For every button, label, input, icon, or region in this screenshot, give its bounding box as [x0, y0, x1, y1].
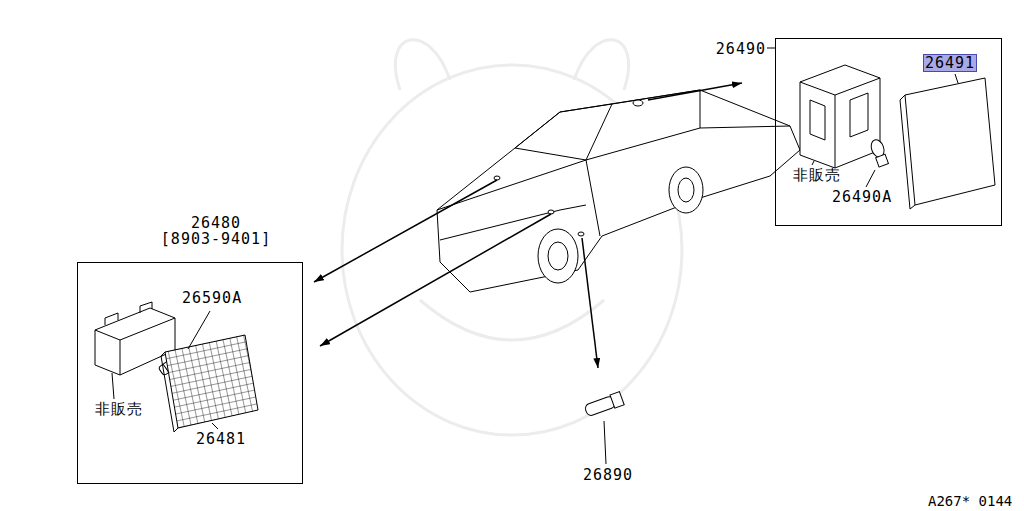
front-hub: [548, 242, 568, 270]
part-number: 26490: [716, 41, 766, 57]
lens: [905, 78, 995, 205]
wedge-bulb: [584, 392, 624, 464]
lens-edge: [900, 95, 915, 209]
lamp-assembly-left: [95, 302, 258, 432]
bulb-base: [876, 154, 889, 167]
car-beltline: [437, 126, 790, 210]
housing-detail: [800, 78, 880, 168]
figure-code: A267* 0144: [928, 493, 1012, 509]
watermark-horns: [395, 40, 628, 90]
car-body: [437, 90, 800, 292]
location-arrow: [582, 238, 598, 368]
location-arrow: [648, 83, 742, 100]
wedge-bulb: [869, 138, 890, 167]
leader-line: [604, 421, 606, 464]
car-door-line: [586, 160, 600, 236]
callout-number: 26481: [196, 431, 246, 447]
car-windshield: [515, 104, 612, 160]
callout-number: 26890: [583, 467, 633, 483]
lamp-spot: [494, 176, 500, 180]
callout-number: 26491: [923, 54, 977, 72]
location-arrow: [320, 214, 551, 346]
rear-wheel: [669, 167, 703, 213]
lamp-spot: [548, 210, 554, 214]
date-range: [8903-9401]: [116, 231, 316, 247]
group-heading: 26490: [716, 41, 766, 57]
location-arrow: [314, 180, 497, 282]
car-illustration: [437, 90, 800, 292]
callout-number: 非販売: [95, 401, 143, 417]
leader-line: [767, 48, 775, 49]
lens: [165, 335, 258, 428]
front-wheel: [538, 229, 578, 283]
lamp-housing: [800, 65, 880, 168]
callout-number: 26490A: [832, 189, 892, 205]
lamp-assembly-right: [767, 48, 995, 209]
part-number: 26480: [116, 215, 316, 231]
rear-hub: [678, 178, 694, 202]
car-roof: [612, 90, 700, 128]
location-arrows: [314, 83, 742, 368]
roof-lamp-spot: [633, 100, 643, 106]
callout-number: 26590A: [182, 290, 242, 306]
group-heading: 26480[8903-9401]: [116, 215, 316, 247]
lens-edge: [161, 352, 178, 432]
bulb-base: [610, 392, 624, 409]
side-marker-spot: [578, 232, 584, 236]
callout-number: 非販売: [793, 167, 841, 183]
